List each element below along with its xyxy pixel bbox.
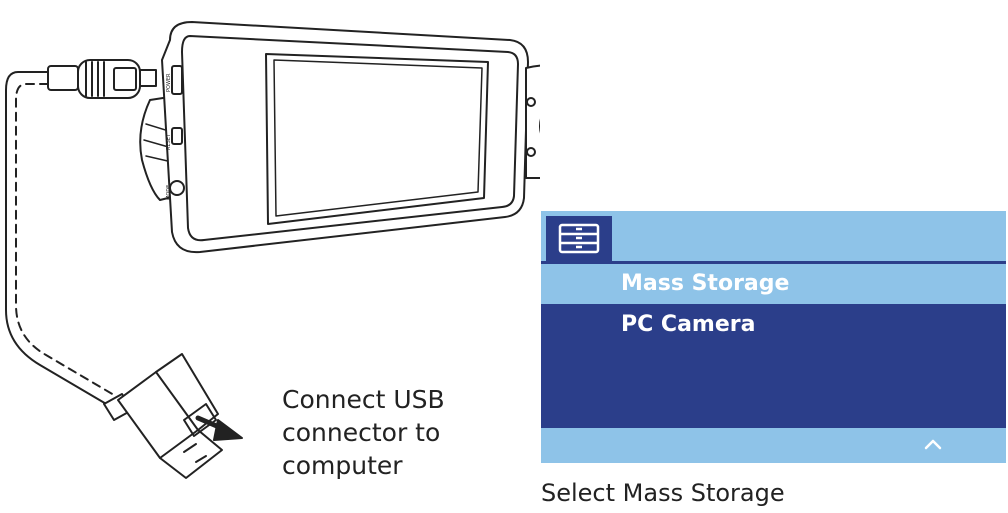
- rear-camera: [525, 64, 540, 179]
- usb-instruction-text: Connect USB connector to computer: [282, 383, 445, 482]
- instruction-line: computer: [282, 451, 403, 480]
- mini-usb-plug: [47, 59, 157, 99]
- menu-item-label: Mass Storage: [621, 271, 790, 296]
- dashcam-body: [161, 21, 529, 254]
- power-button-label: POWER: [166, 73, 172, 92]
- menu-caption: Select Mass Storage: [541, 479, 785, 507]
- instruction-line: Connect USB: [282, 385, 445, 414]
- reset-button-label: RESET: [166, 133, 172, 150]
- chevron-up-icon[interactable]: [921, 432, 945, 456]
- usb-cable: [5, 71, 115, 406]
- menu-item-mass-storage[interactable]: Mass Storage: [541, 264, 1006, 304]
- dashcam-usb-illustration: POWER RESET MODE: [5, 21, 540, 479]
- menu-header: [541, 211, 1006, 261]
- menu-footer: [541, 428, 1006, 463]
- mode-button-label: MODE: [166, 185, 172, 200]
- device-screen: [265, 53, 489, 225]
- menu-item-pc-camera[interactable]: PC Camera: [541, 305, 1006, 345]
- menu-item-label: PC Camera: [621, 312, 756, 337]
- menu-icon-button[interactable]: [546, 216, 612, 261]
- arrow-right-icon: [195, 415, 243, 441]
- menu-list-icon: [558, 223, 600, 254]
- usb-a-connector: [103, 353, 223, 479]
- usb-mode-menu: Mass Storage PC Camera: [541, 211, 1006, 463]
- menu-divider: [541, 261, 1006, 264]
- instruction-line: connector to: [282, 418, 441, 447]
